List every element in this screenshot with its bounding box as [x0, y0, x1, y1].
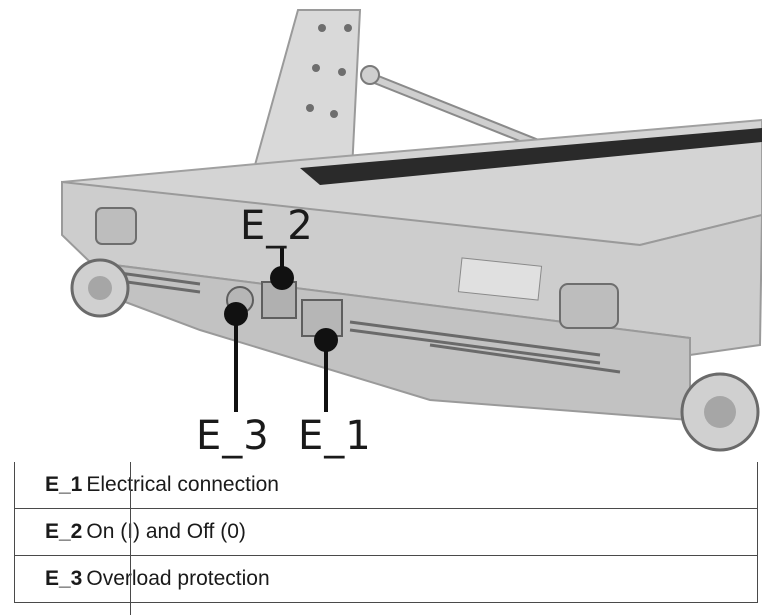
treadmill-illustration: [61, 9, 762, 452]
running-belt: [300, 128, 762, 185]
right-handle: [559, 283, 619, 329]
rating-label: [457, 257, 543, 301]
legend-description: Electrical connection: [86, 473, 279, 496]
callout-e2-dot: [270, 266, 294, 290]
legend-description: On (I) and Off (0): [86, 520, 246, 543]
table-column-divider: [130, 462, 131, 615]
post-bolts: [306, 24, 352, 118]
ventilation-slots: [111, 270, 621, 374]
legend-code: E_1: [45, 473, 83, 496]
callout-label-e3: E_3: [196, 413, 270, 459]
legend-description: Overload protection: [86, 567, 270, 590]
callout-label-e1: E_1: [298, 413, 372, 459]
legend-code: E_2: [45, 520, 83, 543]
callout-e3-dot: [224, 302, 248, 326]
callout-e1-dot: [314, 328, 338, 352]
callout-label-e2: E_2: [240, 203, 314, 249]
treadmill-drawing: [61, 9, 762, 452]
strut-pivot: [360, 65, 380, 85]
upright-post: [253, 9, 362, 172]
legend-code: E_3: [45, 567, 83, 590]
left-handle: [95, 207, 137, 245]
